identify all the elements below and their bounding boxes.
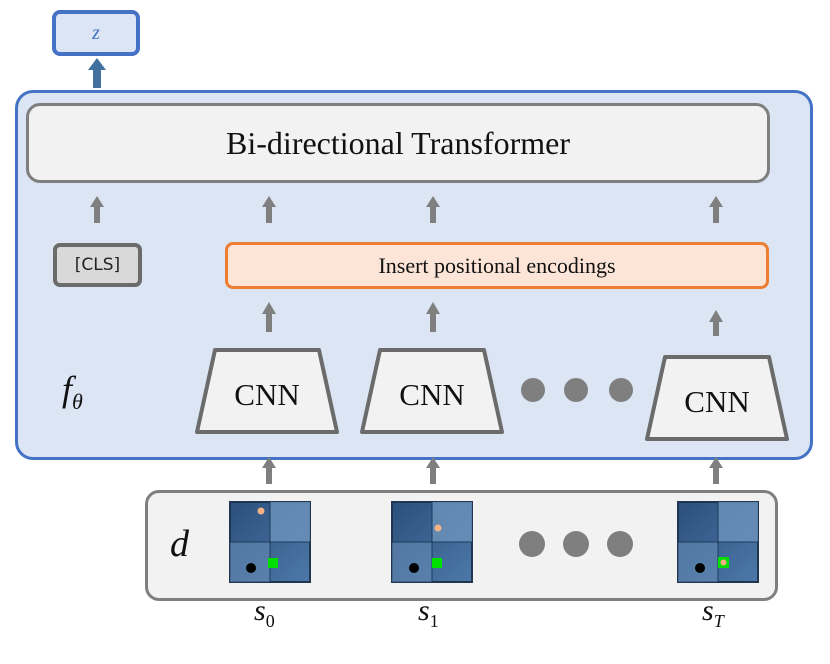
ellipsis-dots-icon [521,378,633,402]
encoder-theta-subscript: θ [72,389,83,415]
state-label-0: s0 [254,594,275,631]
up-arrow-icon [262,302,276,332]
up-arrow-icon [262,457,276,484]
up-arrow-icon [709,310,723,336]
output-z-label: z [92,21,100,44]
state-frame-T [677,501,759,583]
state-frame-0 [229,501,311,583]
up-arrow-icon [88,58,106,88]
cnn-block-1 [360,348,504,434]
ellipsis-dots-icon [519,531,633,557]
cnn-block-0 [195,348,339,434]
up-arrow-icon [90,196,104,223]
state-label-1: s1 [418,594,439,631]
state-frame-1 [391,501,473,583]
up-arrow-icon [262,196,276,223]
positional-encoding-block: Insert positional encodings [225,242,769,289]
positional-encoding-label: Insert positional encodings [378,252,616,278]
up-arrow-icon [426,196,440,223]
up-arrow-icon [709,196,723,223]
cnn-label-1: CNN [399,377,464,412]
cls-token-box: [CLS] [53,243,142,287]
cnn-label-2: CNN [684,384,749,419]
encoder-f-label: f [62,369,73,409]
input-d-label: d [170,523,189,565]
cnn-block-2 [645,355,789,441]
cnn-label-0: CNN [234,377,299,412]
up-arrow-icon [426,457,440,484]
state-label-T: sT [702,594,724,631]
transformer-label: Bi-directional Transformer [226,124,570,161]
transformer-block: Bi-directional Transformer [26,103,770,183]
up-arrow-icon [709,457,723,484]
up-arrow-icon [426,302,440,332]
encoder-f-theta-label: fθ [62,368,83,415]
output-z-box: z [52,10,140,56]
cls-token-label: [CLS] [74,255,121,275]
